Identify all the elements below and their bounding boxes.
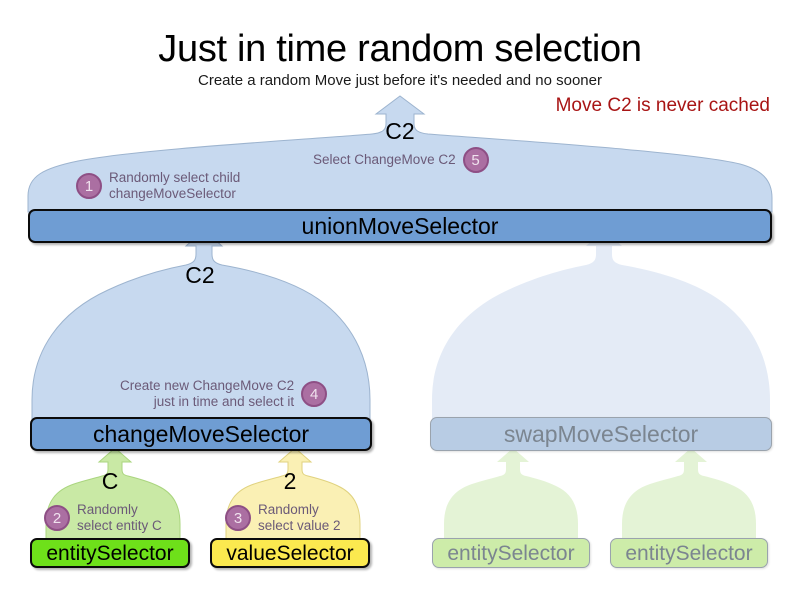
node-change-move-selector[interactable]: changeMoveSelector	[30, 417, 372, 451]
annotation-4: 4 Create new ChangeMove C2 just in time …	[120, 378, 328, 411]
annotation-1: 1 Randomly select child changeMoveSelect…	[76, 170, 240, 203]
swap-entity-funnel-2	[622, 448, 756, 542]
node-entity-selector-change-label: entitySelector	[46, 541, 174, 565]
node-entity-selector-swap-2-label: entitySelector	[625, 541, 753, 565]
entity-output-funnel	[45, 447, 181, 543]
annotation-2-text: Randomly select entity C	[77, 502, 162, 534]
annotation-4-text: Create new ChangeMove C2 just in time an…	[120, 378, 295, 410]
annotation-3-badge: 3	[225, 505, 251, 532]
flow-label-union-output: C2	[385, 118, 415, 144]
flow-label-change-output: C2	[185, 262, 215, 288]
annotation-3: 3 Randomly select value 2	[225, 502, 341, 535]
page-subtitle: Create a random Move just before it's ne…	[198, 72, 602, 89]
annotation-2-badge: 2	[44, 505, 70, 532]
node-swap-move-selector[interactable]: swapMoveSelector	[430, 417, 772, 451]
annotation-3-text: Randomly select value 2	[258, 502, 341, 534]
annotation-5: 5 Select ChangeMove C2	[313, 147, 489, 173]
annotation-2: 2 Randomly select entity C	[44, 502, 162, 535]
node-change-move-selector-label: changeMoveSelector	[92, 420, 310, 447]
annotation-4-badge: 4	[301, 381, 328, 408]
node-union-move-selector-label: unionMoveSelector	[301, 212, 499, 239]
node-entity-selector-change[interactable]: entitySelector	[30, 538, 190, 568]
flow-label-entity-output: C	[101, 468, 119, 494]
page-title: Just in time random selection	[158, 28, 642, 70]
annotation-1-badge: 1	[76, 173, 102, 200]
node-swap-move-selector-label: swapMoveSelector	[503, 420, 699, 447]
annotation-1-text: Randomly select child changeMoveSelector	[109, 170, 241, 202]
node-entity-selector-swap-1-label: entitySelector	[447, 541, 575, 565]
value-output-funnel	[225, 447, 361, 543]
node-entity-selector-swap-2[interactable]: entitySelector	[610, 538, 768, 568]
union-output-funnel	[27, 95, 773, 213]
warning-note: Move C2 is never cached	[555, 95, 770, 116]
node-union-move-selector[interactable]: unionMoveSelector	[28, 209, 772, 243]
node-value-selector-change[interactable]: valueSelector	[210, 538, 370, 568]
swap-entity-funnel-1	[444, 448, 578, 542]
node-entity-selector-swap-1[interactable]: entitySelector	[432, 538, 590, 568]
annotation-5-text: Select ChangeMove C2	[313, 151, 456, 167]
annotation-5-badge: 5	[462, 147, 489, 173]
swap-output-funnel	[432, 230, 770, 420]
node-value-selector-change-label: valueSelector	[226, 541, 354, 565]
flow-label-value-output: 2	[283, 468, 297, 494]
